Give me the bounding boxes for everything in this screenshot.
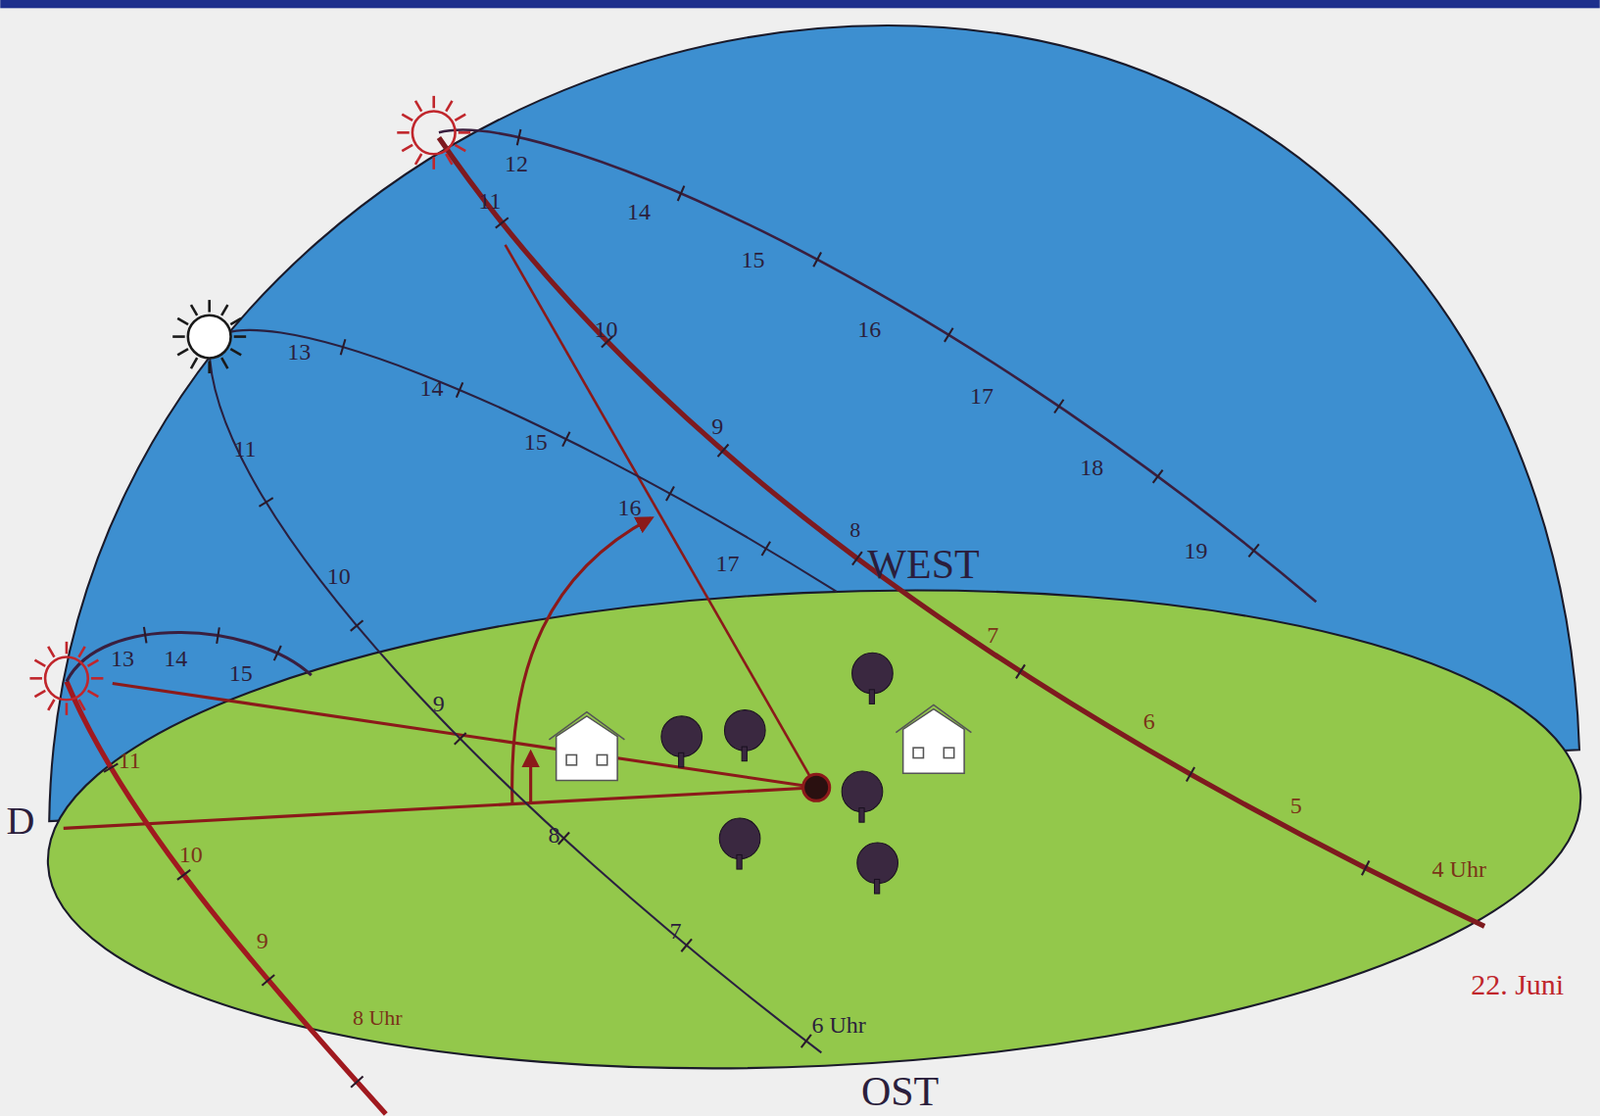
sun-symbols: [29, 96, 471, 716]
hour-label: 8: [548, 823, 561, 847]
hour-label: 8 Uhr: [352, 1007, 403, 1029]
hour-label: 16: [857, 317, 881, 341]
hour-label: 14: [163, 646, 188, 671]
hour-label: 6: [1143, 709, 1156, 733]
hour-label: 10: [594, 317, 619, 341]
hour-label: 9: [433, 691, 445, 716]
equinox-path: [209, 341, 823, 1054]
hour-label: 4 Uhr: [1432, 857, 1487, 881]
hour-label: 13: [287, 339, 311, 364]
ground-disc: [37, 558, 1592, 1102]
summer-path: [438, 130, 1316, 603]
houses: [548, 704, 971, 780]
observer: [803, 774, 830, 801]
hour-label: WEST: [867, 543, 979, 585]
hour-label: 19: [1184, 538, 1209, 563]
hour-label: 17: [969, 384, 994, 408]
hour-label: 7: [669, 919, 681, 943]
winter-path: [66, 680, 387, 1114]
hour-label: 17: [716, 551, 740, 576]
hour-label: 14: [627, 199, 651, 224]
hour-label: 9: [711, 414, 724, 438]
hour-label: 5: [1290, 793, 1303, 818]
hour-label: 16: [618, 495, 642, 520]
trees: [661, 652, 899, 894]
hour-label: 10: [327, 564, 351, 588]
hour-label: 12: [504, 151, 529, 176]
hour-label: 6 Uhr: [811, 1013, 866, 1037]
sun: [29, 641, 103, 716]
sun: [396, 96, 471, 170]
hour-label: 8: [849, 519, 861, 541]
hour-label: 18: [1079, 455, 1104, 480]
hour-label: 22. Juni: [1470, 969, 1564, 1000]
hour-label: 10: [179, 842, 203, 867]
sight-lines: [63, 244, 817, 829]
hour-label: 15: [229, 661, 253, 685]
equinox-path: [209, 330, 837, 592]
hour-ticks: [103, 129, 1369, 1088]
hour-label: 11: [118, 748, 142, 773]
hour-label: 15: [524, 430, 548, 454]
hour-label: 14: [420, 376, 444, 400]
hour-label: 7: [986, 623, 999, 647]
summer-path: [438, 138, 1485, 927]
hour-label: 9: [256, 928, 269, 953]
hour-label: 11: [478, 189, 501, 213]
header-bar: [0, 0, 1600, 8]
hour-label: 13: [110, 646, 135, 671]
hour-label: 15: [741, 247, 766, 272]
hour-label: 11: [233, 436, 256, 461]
hour-label: OST: [861, 1070, 939, 1113]
sun: [172, 299, 246, 374]
winter-path: [66, 631, 312, 681]
hour-label: D: [5, 801, 35, 841]
